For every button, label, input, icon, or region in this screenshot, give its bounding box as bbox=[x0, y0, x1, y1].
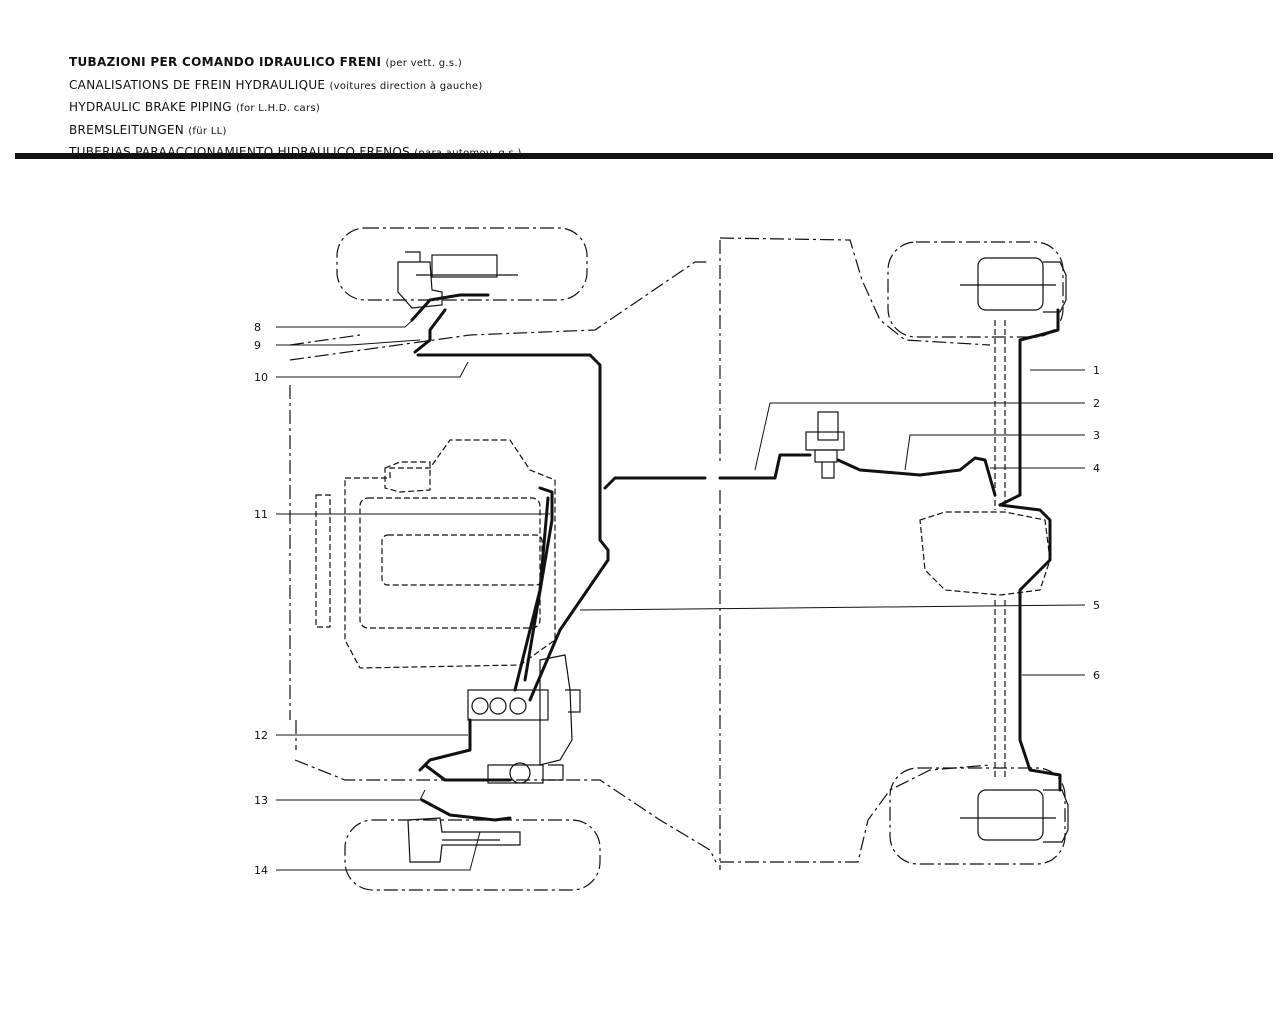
pipe-13 bbox=[423, 763, 512, 782]
brake-pipes bbox=[410, 293, 1062, 822]
pipe-3 bbox=[836, 456, 997, 497]
rear-right-wheel-arch bbox=[889, 767, 1066, 865]
callout-10: 10 bbox=[254, 371, 268, 384]
callout-2: 2 bbox=[1093, 397, 1100, 410]
callout-11: 11 bbox=[254, 508, 268, 521]
pipe-front-left-hose bbox=[410, 293, 490, 322]
callout-12: 12 bbox=[254, 729, 268, 742]
pipe-5 bbox=[528, 558, 610, 702]
callout-6: 6 bbox=[1093, 669, 1100, 682]
rear-left-brake-caliper bbox=[407, 817, 521, 863]
engine-outline bbox=[315, 439, 556, 669]
pipe-6 bbox=[998, 503, 1062, 792]
callout-4: 4 bbox=[1093, 462, 1100, 475]
leader-lines bbox=[276, 317, 1086, 871]
rear-left-wheel-arch bbox=[344, 819, 601, 891]
car-body-outline bbox=[289, 237, 991, 870]
pipe-rear-left-hose bbox=[420, 798, 512, 822]
callout-labels: 8 9 10 11 12 13 14 1 2 3 4 5 6 bbox=[254, 321, 1100, 877]
pipe-11b bbox=[513, 496, 550, 692]
pipe-front-left bbox=[413, 308, 447, 354]
callout-14: 14 bbox=[254, 864, 268, 877]
master-cylinder bbox=[467, 654, 581, 784]
title-french: CANALISATIONS DE FREIN HYDRAULIQUE (voit… bbox=[69, 77, 483, 92]
header-rule bbox=[15, 153, 1273, 159]
callout-8: 8 bbox=[254, 321, 261, 334]
front-right-brake-drum bbox=[960, 257, 1067, 313]
title-german: BREMSLEITUNGEN (für LL) bbox=[69, 122, 227, 137]
callout-3: 3 bbox=[1093, 429, 1100, 442]
front-right-wheel-arch bbox=[887, 241, 1064, 338]
callout-9: 9 bbox=[254, 339, 261, 352]
callout-1: 1 bbox=[1093, 364, 1100, 377]
callout-5: 5 bbox=[1093, 599, 1100, 612]
pipe-rear-cross bbox=[718, 453, 812, 480]
pipe-main-cross bbox=[603, 476, 707, 490]
front-left-wheel-arch bbox=[336, 227, 588, 301]
brake-pressure-regulator bbox=[805, 411, 845, 479]
title-english: HYDRAULIC BRAKE PIPING (for L.H.D. cars) bbox=[69, 100, 321, 115]
rear-right-brake-drum bbox=[960, 789, 1069, 843]
rear-axle-outline bbox=[919, 320, 1051, 780]
pipe-1 bbox=[998, 308, 1060, 507]
pipe-12 bbox=[418, 718, 472, 772]
callout-13: 13 bbox=[254, 794, 268, 807]
title-italian: TUBAZIONI PER COMANDO IDRAULICO FRENI (p… bbox=[69, 55, 463, 69]
pipe-10 bbox=[416, 353, 610, 562]
